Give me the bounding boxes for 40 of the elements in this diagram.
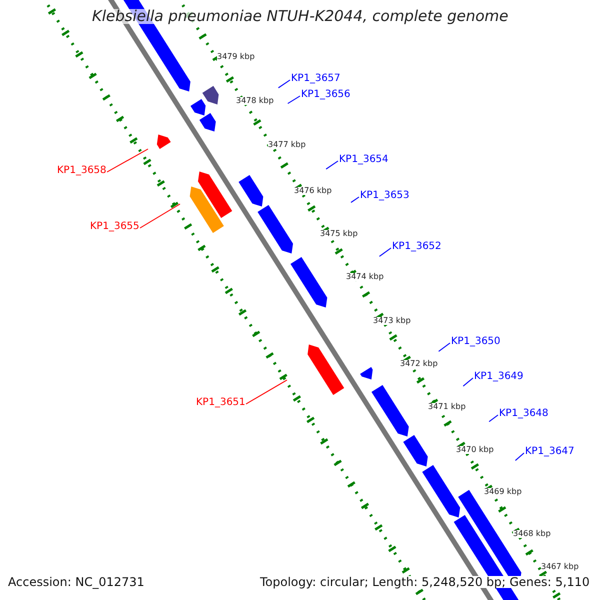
scale-label: 3474 kbp (346, 273, 384, 281)
gene-label: KP1_3651 (196, 398, 246, 408)
leader-line (378, 248, 392, 257)
leader-line (326, 160, 338, 170)
scale-label: 3469 kbp (484, 488, 522, 496)
gene-label: KP1_3650 (451, 337, 500, 347)
footer-text: Accession: NC_012731 (8, 576, 144, 588)
gene-label: KP1_3655 (90, 222, 140, 232)
title: Klebsiella pneumoniae NTUH-K2044, complete genome (92, 9, 508, 24)
scale-label: 3473 kbp (373, 317, 411, 325)
gene-label: KP1_3648 (499, 409, 548, 419)
scale-label: 3479 kbp (217, 53, 255, 61)
leader-line (278, 80, 290, 88)
leader-line (287, 96, 300, 104)
leader-line (462, 378, 474, 387)
scale-label: 3477 kbp (268, 141, 306, 149)
gene-label: KP1_3656 (301, 90, 350, 100)
scale-label: 3472 kbp (400, 360, 438, 368)
gene-label: KP1_3657 (291, 74, 340, 84)
leader-line (106, 148, 148, 172)
scale-label: 3475 kbp (320, 230, 358, 238)
scale-label: 3467 kbp (541, 563, 579, 571)
footer-text: Topology: circular; Length: 5,248,520 bp; Genes: 5,110 (260, 576, 590, 588)
gene-label: KP1_3654 (339, 155, 388, 165)
gene-label: KP1_3649 (474, 372, 524, 382)
scale-label: 3468 kbp (513, 530, 551, 538)
leader-line (514, 452, 524, 461)
leader-line (350, 196, 360, 203)
gene-label: KP1_3658 (57, 166, 106, 176)
leader-line (246, 380, 288, 404)
gene-label: KP1_3647 (525, 447, 574, 457)
leader-line (438, 342, 450, 352)
scale-label: 3476 kbp (294, 187, 332, 195)
gene-label: KP1_3653 (360, 191, 410, 201)
scale-label: 3470 kbp (456, 446, 494, 454)
gene-label: KP1_3652 (392, 242, 442, 252)
scale-label: 3471 kbp (428, 403, 466, 411)
leader-line (140, 204, 180, 228)
scale-label: 3478 kbp (236, 97, 274, 105)
leader-line (488, 414, 498, 422)
